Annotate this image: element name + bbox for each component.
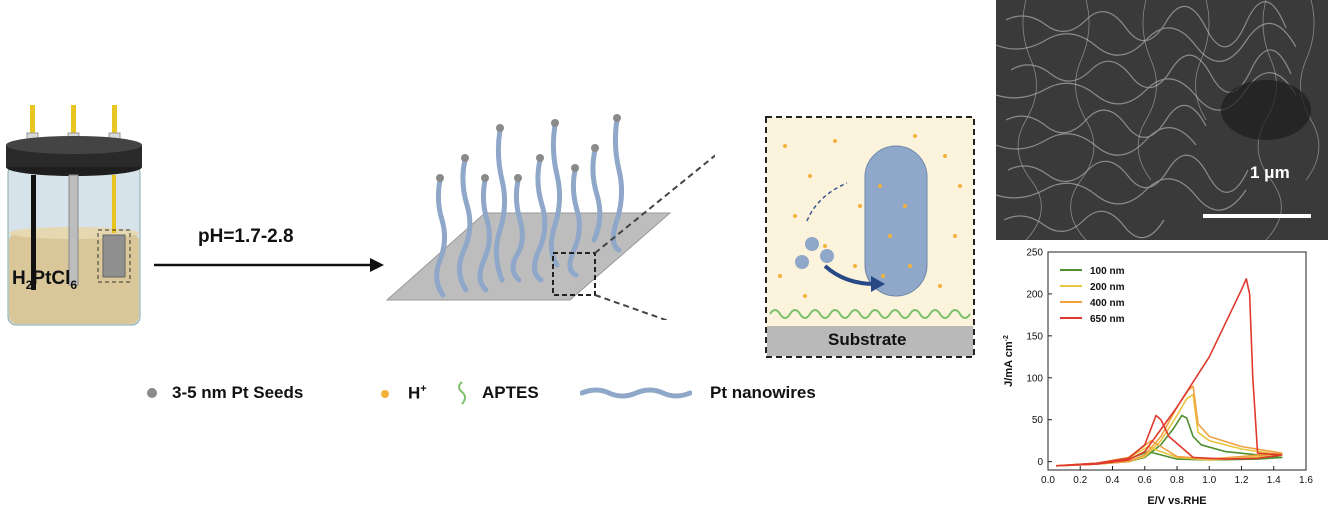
legend-aptes: APTES <box>482 383 539 402</box>
x-tick-label: 0.6 <box>1138 475 1152 486</box>
chart-legend: 100 nm 200 nm 400 nm 650 nm <box>1060 266 1125 325</box>
legend-entry: 650 nm <box>1090 314 1125 325</box>
y-tick-label: 200 <box>1026 289 1043 300</box>
electrode-wire <box>112 105 117 145</box>
legend-nanowires: Pt nanowires <box>710 383 816 402</box>
electrode-wire <box>71 105 76 145</box>
aptes-icon <box>458 381 466 405</box>
zoom-inset <box>765 116 975 358</box>
substrate-block <box>767 326 973 356</box>
x-tick-label: 0.8 <box>1170 475 1184 486</box>
series-line-100-nm <box>1056 414 1283 467</box>
counter-electrode <box>31 175 36 290</box>
x-tick-label: 1.6 <box>1299 475 1313 486</box>
x-tick-label: 0.0 <box>1041 475 1055 486</box>
seed-particle <box>805 237 819 251</box>
seed-particle <box>820 249 834 263</box>
x-tick-label: 1.0 <box>1202 475 1216 486</box>
legend-proton: H+ <box>408 383 427 403</box>
nanowire-icon <box>580 387 692 399</box>
x-tick-label: 1.2 <box>1235 475 1249 486</box>
legend-seeds: 3-5 nm Pt Seeds <box>172 383 304 402</box>
electrode-wire <box>30 105 35 145</box>
y-tick-label: 150 <box>1026 331 1043 342</box>
x-tick-label: 1.4 <box>1267 475 1281 486</box>
y-axis-label: J/mA cm-2 <box>1003 335 1015 387</box>
sem-image: 1 μm <box>996 0 1328 240</box>
reference-electrode <box>68 174 79 286</box>
substrate-plate <box>385 212 672 301</box>
substrate-label: Substrate <box>828 330 907 349</box>
x-axis-label: E/V vs.RHE <box>1147 495 1206 507</box>
ph-label: pH=1.7-2.8 <box>198 226 294 247</box>
y-tick-label: 100 <box>1026 373 1043 384</box>
nanowire-capsule <box>864 145 928 297</box>
scale-bar <box>1203 214 1311 218</box>
plot-frame <box>1047 251 1307 471</box>
y-ticks: 0 50 100 150 200 250 <box>1026 248 1052 468</box>
series-line-200-nm <box>1056 393 1283 467</box>
y-tick-label: 0 <box>1037 457 1043 468</box>
y-tick-label: 250 <box>1026 248 1043 259</box>
process-arrow <box>154 258 384 272</box>
working-electrode <box>102 234 126 278</box>
sem-texture <box>996 0 1328 240</box>
zoom-region <box>552 252 596 296</box>
seed-particle <box>795 255 809 269</box>
y-tick-label: 50 <box>1032 415 1044 426</box>
legend-entry: 100 nm <box>1090 266 1125 277</box>
legend: 3-5 nm Pt Seeds H+ APTES Pt nanowires <box>0 380 990 410</box>
nanowire-array <box>385 114 715 320</box>
aptes-layer <box>769 309 971 319</box>
series-group <box>1056 277 1283 467</box>
scale-bar-label: 1 μm <box>1250 163 1290 182</box>
x-tick-label: 0.4 <box>1106 475 1120 486</box>
seed-icon <box>147 388 157 398</box>
proton-icon <box>381 390 389 398</box>
legend-entry: 200 nm <box>1090 282 1125 293</box>
x-ticks: 0.0 0.2 0.4 0.6 0.8 1.0 1.2 1.4 1.6 <box>1041 466 1313 486</box>
cv-chart: 0.0 0.2 0.4 0.6 0.8 1.0 1.2 1.4 1.6 0 50 100 150 200… <box>1003 248 1313 508</box>
electrochemical-cell <box>6 105 142 326</box>
series-line-650-nm <box>1056 277 1283 467</box>
x-tick-label: 0.2 <box>1073 475 1087 486</box>
legend-entry: 400 nm <box>1090 298 1125 309</box>
electrolyte-label: H2PtCl6 <box>12 268 78 292</box>
